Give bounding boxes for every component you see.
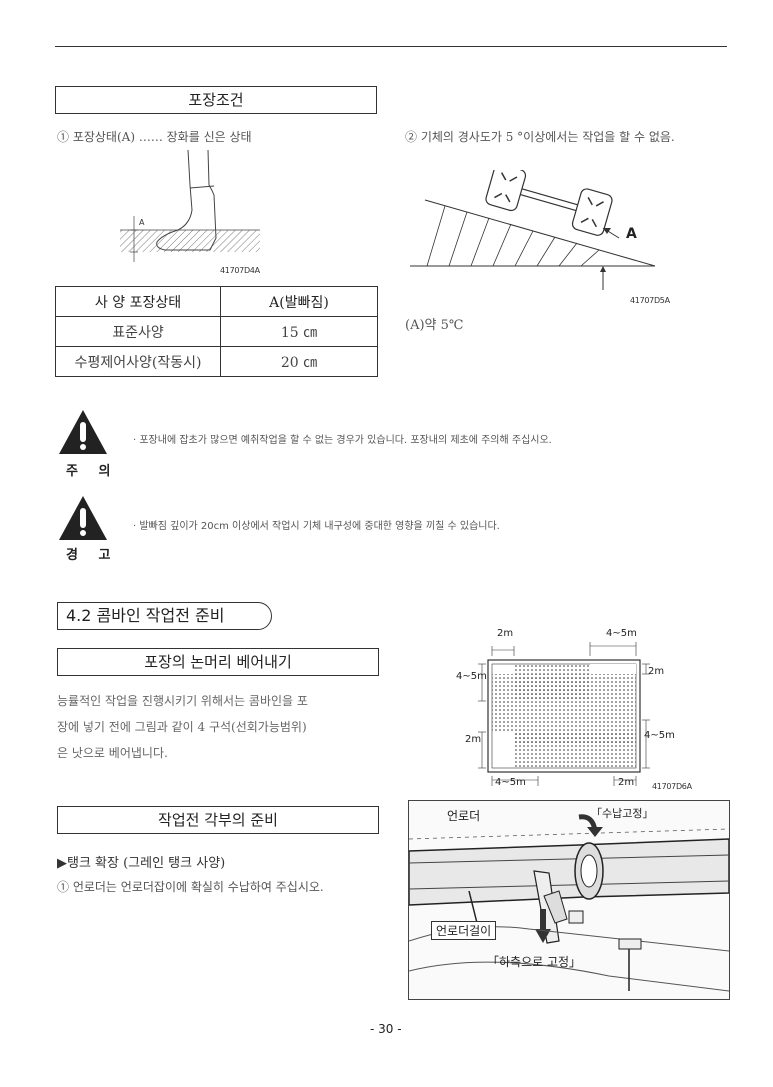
photo-label-storage: 「수납고정」 <box>591 807 654 820</box>
table-cell: 표준사양 <box>55 316 221 347</box>
warning-text: · 발빠짐 깊이가 20cm 이상에서 작업시 기체 내구성에 중대한 영향을 … <box>133 521 500 532</box>
harvest-paragraph: 능률적인 작업을 진행시키기 위해서는 콤바인을 포 장에 넣기 전에 그림과 … <box>57 688 387 766</box>
table-header-spec: 사 양 포장상태 <box>55 286 221 317</box>
prep-item-1: ① 언로더는 언로더잡이에 확실히 수납하여 주십시오. <box>57 880 324 894</box>
pojang-item-1: ① 포장상태(A) …… 장화를 신은 상태 <box>57 130 252 144</box>
sinking-spec-table: 사 양 포장상태 A(발빠짐) 표준사양 15 ㎝ 수평제어사양(작동시) 20… <box>55 286 378 377</box>
slope-figure <box>410 170 656 290</box>
caution-icon <box>59 410 107 454</box>
boot-figure-label: 41707D4A <box>220 266 260 275</box>
table-cell: 20 ㎝ <box>220 346 378 377</box>
section-title-4-2: 4.2 콤바인 작업전 준비 <box>57 602 272 630</box>
harvest-line-1: 능률적인 작업을 진행시키기 위해서는 콤바인을 포 <box>57 694 308 708</box>
photo-label-unloader: 언로더 <box>447 809 481 823</box>
caution-text: · 포장내에 잡초가 많으면 예취작업을 할 수 없는 경우가 있습니다. 포장… <box>133 435 552 446</box>
slope-marker: A <box>626 226 637 242</box>
dim-bottom-left: 4~5m <box>495 777 526 788</box>
dim-right-bottom: 4~5m <box>644 730 675 741</box>
table-cell: 15 ㎝ <box>220 316 378 347</box>
top-rule <box>55 46 727 47</box>
slope-figure-label: 41707D5A <box>630 296 670 305</box>
table-row: 수평제어사양(작동시) 20 ㎝ <box>55 346 378 377</box>
table-header-sink: A(발빠짐) <box>220 286 378 317</box>
page-number: - 30 - <box>370 1022 402 1036</box>
dim-top-right: 4~5m <box>606 628 637 639</box>
section-title-prep: 작업전 각부의 준비 <box>57 806 379 834</box>
prep-subtitle: ▶탱크 확장 (그레인 탱크 사양) <box>57 856 226 871</box>
dim-left-top: 4~5m <box>456 671 487 682</box>
photo-label-hook: 언로더걸이 <box>431 921 497 940</box>
table-header-row: 사 양 포장상태 A(발빠짐) <box>55 286 378 317</box>
table-row: 표준사양 15 ㎝ <box>55 316 378 347</box>
dim-top-left: 2m <box>497 628 514 639</box>
field-diagram <box>478 642 650 786</box>
table-cell: 수평제어사양(작동시) <box>55 346 221 377</box>
ground-hatch <box>120 230 260 252</box>
field-figure-label: 41707D6A <box>652 782 692 791</box>
dim-left-bottom: 2m <box>465 734 482 745</box>
section-title-harvest: 포장의 논머리 베어내기 <box>57 648 379 676</box>
boot-figure <box>120 150 260 262</box>
pojang-item-2: ② 기체의 경사도가 5 °이상에서는 작업을 할 수 없음. <box>405 130 675 144</box>
section-title-pojang: 포장조건 <box>55 86 377 114</box>
slope-approx-text: (A)약 5℃ <box>405 318 464 333</box>
harvest-line-3: 은 낫으로 베어냅니다. <box>57 746 168 760</box>
unloader-illustration <box>409 814 729 992</box>
warning-label: 경 고 <box>66 548 119 563</box>
caution-label: 주 의 <box>66 464 119 479</box>
harvest-line-2: 장에 넣기 전에 그림과 같이 4 구석(선회가능범위) <box>57 720 307 734</box>
photo-label-lower: 「하측으로 고정」 <box>487 955 582 969</box>
boot-marker: A <box>139 218 145 227</box>
dim-bottom-right: 2m <box>618 777 635 788</box>
warning-icon <box>59 496 107 540</box>
unloader-photo: 언로더 「수납고정」 언로더걸이 「하측으로 고정」 <box>408 800 730 1000</box>
dim-right-top: 2m <box>648 666 665 677</box>
